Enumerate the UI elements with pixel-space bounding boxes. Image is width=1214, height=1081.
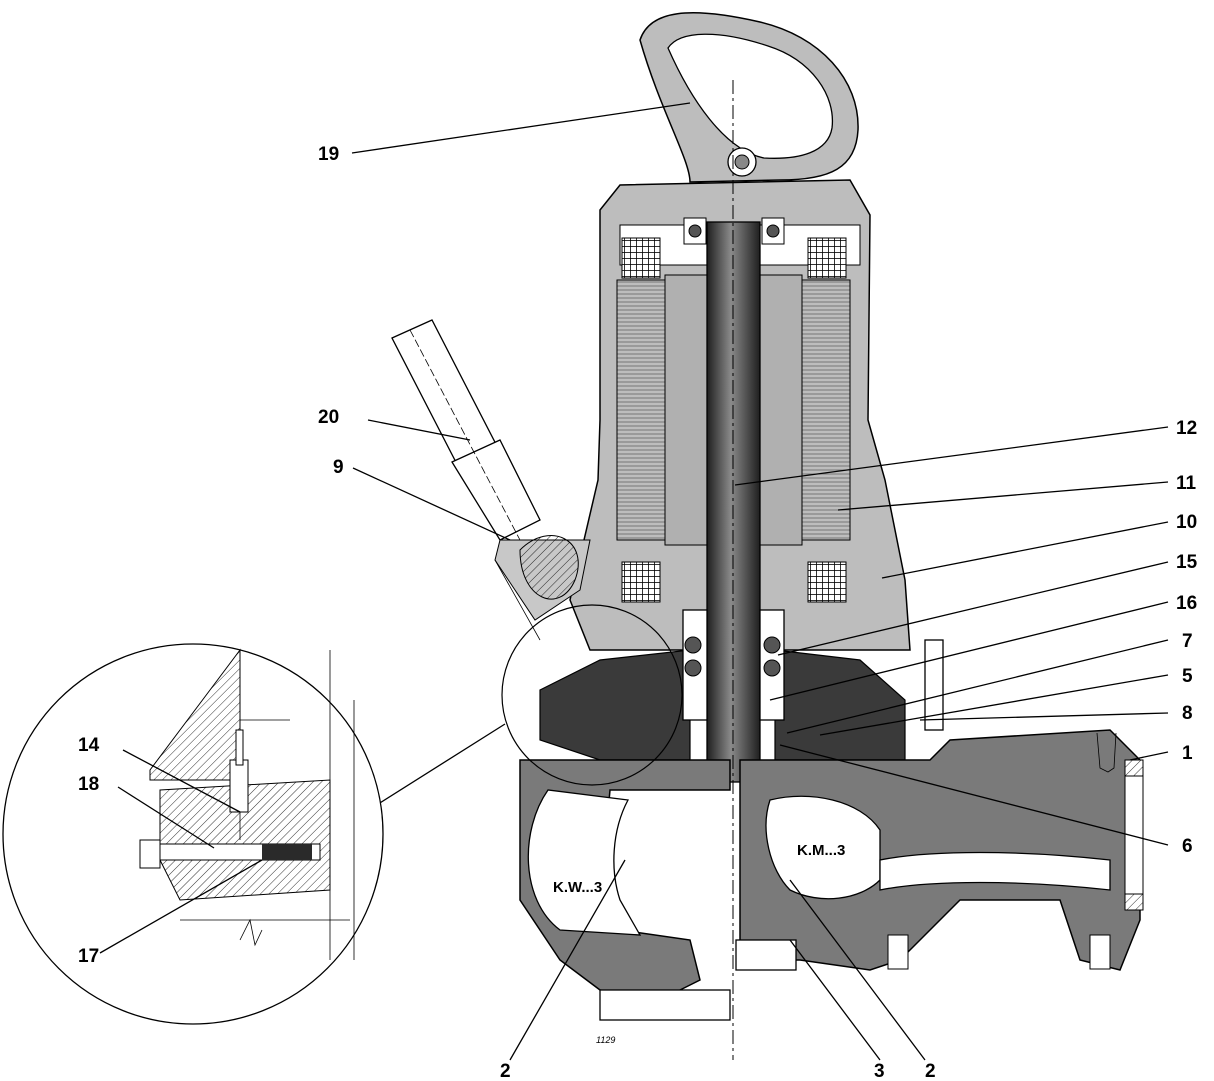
callout-9: 9 [333,457,344,478]
callout-15: 15 [1176,552,1198,573]
callout-20: 20 [318,407,339,428]
variant-label-left: K.W...3 [553,879,602,896]
callout-18: 18 [78,774,99,795]
pump-casing [519,729,1144,1021]
callout-12: 12 [1176,418,1197,439]
callout-14: 14 [78,735,100,756]
callout-11: 11 [1176,473,1197,494]
seal-chamber [539,609,944,761]
callout-6: 6 [1182,836,1193,857]
detail-connector-line [374,723,506,807]
callout-5: 5 [1182,666,1193,687]
callout-3: 3 [874,1061,885,1081]
callout-labels: 19 20 9 12 11 10 15 16 7 5 8 1 6 2 3 2 1… [78,144,1198,1081]
callout-19: 19 [318,144,339,165]
callout-16: 16 [1176,593,1197,614]
leader-lines [99,102,1169,1061]
detail-marker-circle [501,604,683,786]
cable-inlet [391,319,591,641]
callout-8: 8 [1182,703,1193,724]
callout-1: 1 [1182,743,1193,764]
callout-2-right: 2 [925,1061,936,1081]
variant-label-right: K.M...3 [797,842,845,859]
callout-10: 10 [1176,512,1197,533]
callout-17: 17 [78,946,99,967]
lifting-handle [639,12,859,183]
drawing-reference-number: 1129 [596,1035,615,1045]
callout-2-left: 2 [500,1061,511,1081]
callout-7: 7 [1182,631,1193,652]
